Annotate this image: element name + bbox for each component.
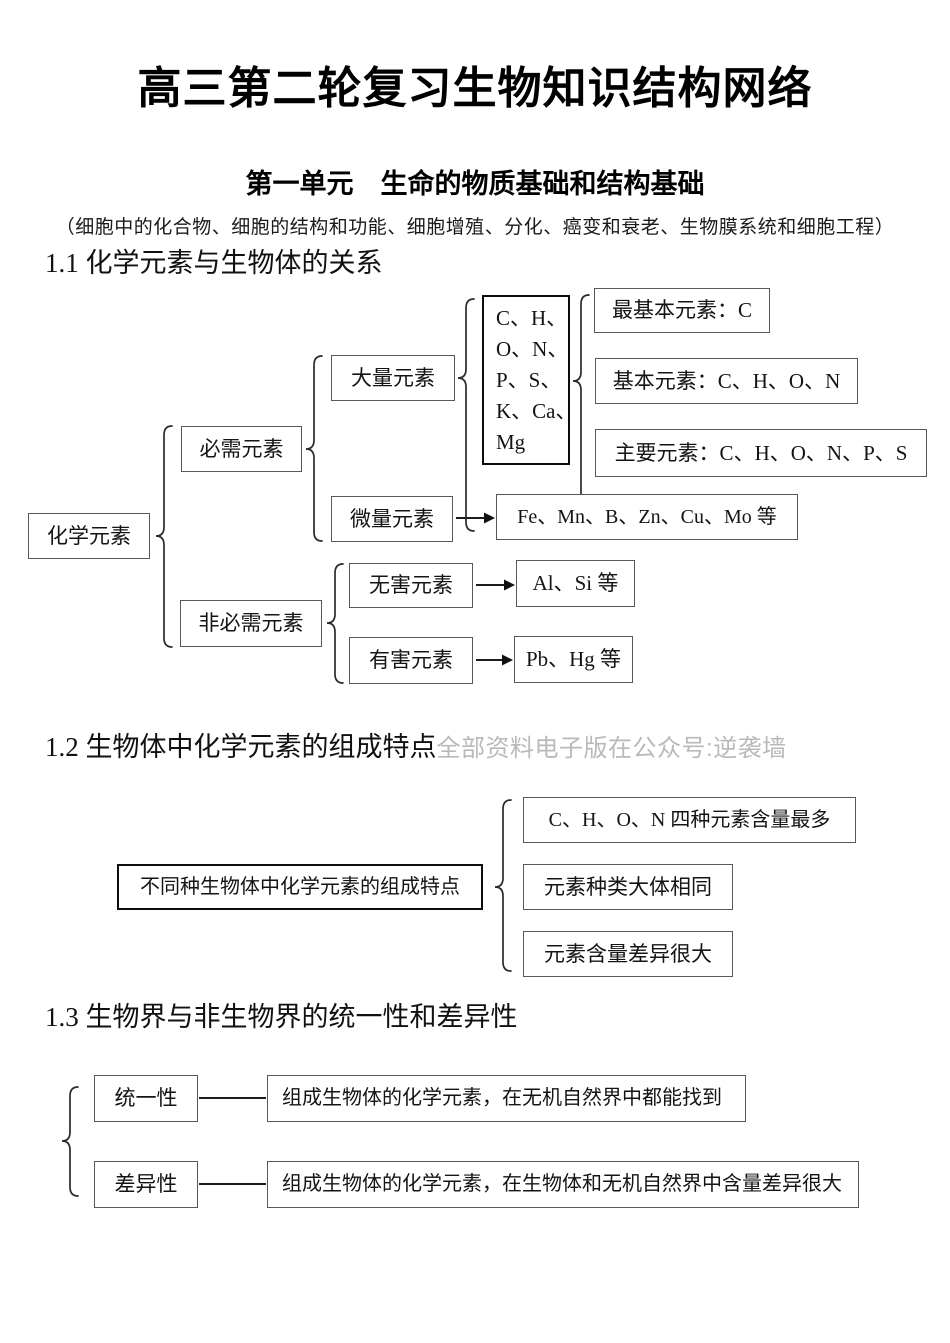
- brace-unity-difference: [61, 1086, 79, 1197]
- brace-required: [305, 355, 323, 542]
- node-trace-examples: Fe、Mn、B、Zn、Cu、Mo 等: [496, 494, 798, 540]
- node-most-basic-element: 最基本元素：C: [594, 288, 770, 333]
- section-heading-1-2: 1.2 生物体中化学元素的组成特点全部资料电子版在公众号:逆袭墙: [45, 732, 787, 763]
- node-basic-elements: 基本元素：C、H、O、N: [595, 358, 858, 404]
- node-required-elements: 必需元素: [181, 426, 302, 472]
- node-unity: 统一性: [94, 1075, 198, 1122]
- macro-list-line: K、Ca、: [496, 399, 577, 423]
- node-chemical-elements: 化学元素: [28, 513, 150, 559]
- watermark-text: 全部资料电子版在公众号:逆袭墙: [436, 735, 787, 762]
- node-trace-elements: 微量元素: [331, 496, 453, 542]
- macro-list-line: Mg: [496, 430, 526, 454]
- arrow-trace-head: [484, 512, 495, 524]
- node-composition-features: 不同种生物体中化学元素的组成特点: [117, 864, 483, 910]
- brace-macro-left: [457, 298, 475, 532]
- brace-composition: [494, 799, 512, 972]
- node-harmful-examples: Pb、Hg 等: [514, 636, 633, 683]
- node-harmless-examples: Al、Si 等: [516, 560, 635, 607]
- brace-chem-elements: [155, 425, 173, 648]
- macro-list-line: O、N、: [496, 337, 569, 361]
- section-heading-1-2-text: 1.2 生物体中化学元素的组成特点: [45, 732, 437, 762]
- node-unity-description: 组成生物体的化学元素，在无机自然界中都能找到: [267, 1075, 746, 1122]
- node-principal-elements: 主要元素：C、H、O、N、P、S: [595, 429, 927, 477]
- arrow-harmful-head: [502, 654, 513, 666]
- arrow-harmless-head: [504, 579, 515, 591]
- node-macro-element-list: C、H、 O、N、 P、S、 K、Ca、 Mg: [482, 295, 577, 465]
- brace-nonrequired: [326, 563, 344, 684]
- page-title: 高三第二轮复习生物知识结构网络: [137, 64, 813, 113]
- node-element-amounts-differ: 元素含量差异很大: [523, 931, 733, 977]
- node-macro-elements: 大量元素: [331, 355, 455, 401]
- node-harmless-elements: 无害元素: [349, 563, 473, 608]
- unit-title: 第一单元 生命的物质基础和结构基础: [245, 169, 705, 199]
- node-difference: 差异性: [94, 1161, 198, 1208]
- unit-scope: （细胞中的化合物、细胞的结构和功能、细胞增殖、分化、癌变和衰老、生物膜系统和细胞…: [55, 217, 895, 238]
- section-heading-1-3: 1.3 生物界与非生物界的统一性和差异性: [45, 1002, 518, 1032]
- node-difference-description: 组成生物体的化学元素，在生物体和无机自然界中含量差异很大: [267, 1161, 859, 1208]
- node-element-kinds-similar: 元素种类大体相同: [523, 864, 733, 910]
- macro-list-line: P、S、: [496, 368, 562, 392]
- node-non-required-elements: 非必需元素: [180, 600, 322, 647]
- node-harmful-elements: 有害元素: [349, 637, 473, 684]
- node-chon-most-abundant: C、H、O、N 四种元素含量最多: [523, 797, 856, 843]
- section-heading-1-1: 1.1 化学元素与生物体的关系: [45, 248, 383, 278]
- macro-list-line: C、H、: [496, 306, 568, 330]
